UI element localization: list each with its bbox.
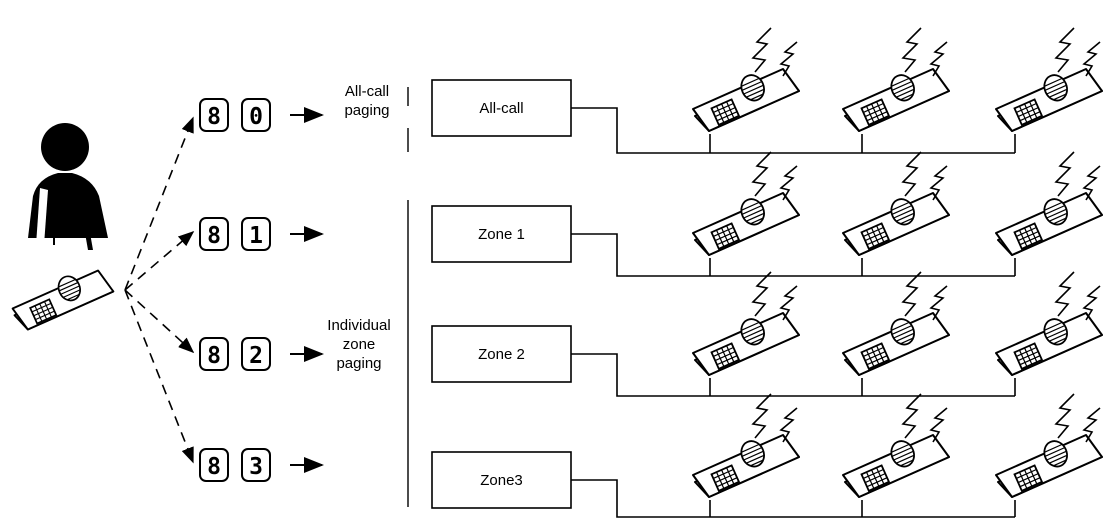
paging-handset-icon: [843, 272, 949, 375]
key-8: 8: [207, 104, 221, 130]
paging-handset-icon: [693, 272, 799, 375]
key-3: 3: [249, 454, 263, 480]
key-8: 8: [207, 223, 221, 249]
zone-3-box-label: Zone3: [432, 452, 571, 508]
key-pair-83: 8 3: [200, 449, 270, 481]
paging-handset-icon: [693, 152, 799, 255]
key-8: 8: [207, 343, 221, 369]
paging-handset-icon: [693, 394, 799, 497]
paging-handset-icon: [996, 28, 1102, 131]
key-2: 2: [249, 343, 263, 369]
paging-handset-icon: [693, 28, 799, 131]
paging-handset-icon: [996, 152, 1102, 255]
zone-1-box-label: Zone 1: [432, 206, 571, 262]
caller-handset-icon: [13, 271, 114, 330]
paging-handset-icon: [843, 152, 949, 255]
zone-boxes: [432, 80, 571, 508]
person-icon: [28, 123, 108, 250]
paging-handset-icon: [843, 394, 949, 497]
paging-handset-icon: [996, 272, 1102, 375]
paging-handsets: [693, 28, 1102, 497]
individual-label-line1: Individual: [315, 316, 403, 335]
key-pair-80: 8 0: [200, 99, 270, 131]
key-pair-81: 8 1: [200, 218, 270, 250]
key-0: 0: [249, 104, 263, 130]
individual-zone-paging-label: Individual zone paging: [315, 316, 403, 373]
zone-2-box-label: Zone 2: [432, 326, 571, 382]
all-call-box-label: All-call: [432, 80, 571, 136]
all-call-paging-label: All-call paging: [332, 82, 402, 120]
key-pair-82: 8 2: [200, 338, 270, 370]
key-1: 1: [249, 223, 263, 249]
dashed-arrows: [125, 118, 193, 462]
all-call-label-line1: All-call: [332, 82, 402, 101]
paging-handset-icon: [996, 394, 1102, 497]
individual-label-line3: paging: [315, 354, 403, 373]
all-call-label-line2: paging: [332, 101, 402, 120]
paging-handset-icon: [843, 28, 949, 131]
individual-label-line2: zone: [315, 335, 403, 354]
key-arrows: [290, 115, 322, 465]
key-8: 8: [207, 454, 221, 480]
